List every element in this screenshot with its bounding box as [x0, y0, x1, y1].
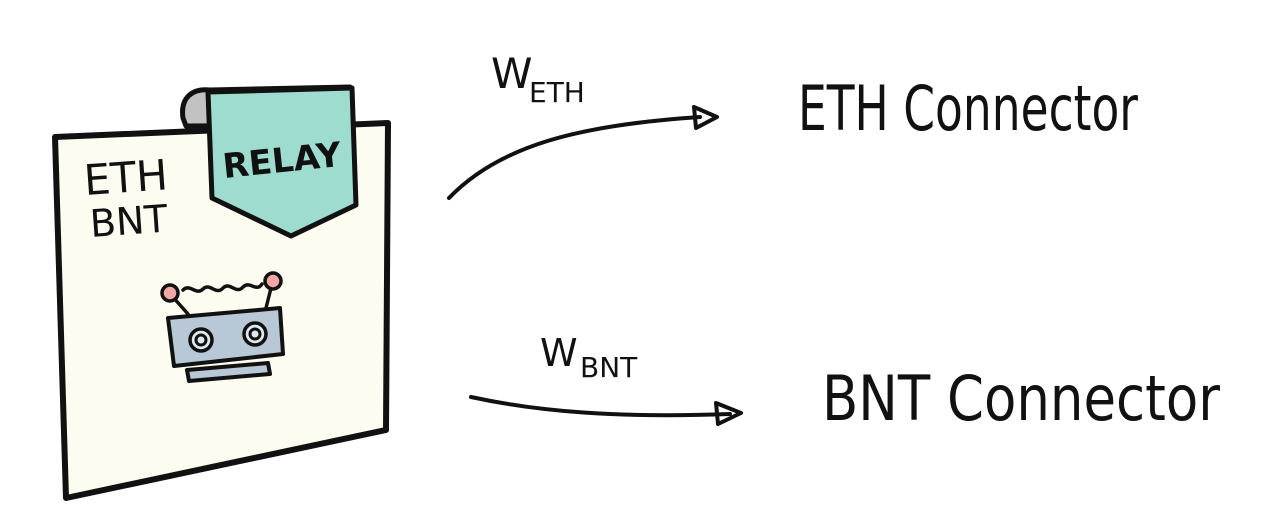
robot-eye-right — [242, 321, 268, 347]
token-bnt: BNT — [88, 197, 169, 246]
relay-tab: RELAY — [205, 85, 359, 239]
weight-bnt-sub: BNT — [580, 351, 638, 384]
weight-bnt-main: W — [540, 331, 578, 375]
robot-base — [185, 361, 272, 383]
connection-eth: W ETH ETH Connector — [447, 49, 1138, 200]
arrow-eth-head — [692, 105, 719, 130]
token-card: RELAY ETH BNT — [52, 84, 391, 501]
arrow-bnt — [469, 395, 732, 418]
weight-eth-sub: ETH — [529, 76, 585, 109]
robot-eye-left — [188, 327, 214, 353]
robot-eye-left-pupil — [194, 333, 208, 347]
connection-bnt: W BNT BNT Connector — [469, 331, 1220, 435]
robot-antenna-right-tip — [263, 271, 283, 291]
robot-antenna-left-tip — [160, 283, 180, 303]
target-bnt-connector: BNT Connector — [822, 362, 1220, 435]
robot-icon — [160, 271, 285, 383]
weight-eth-main: W — [491, 49, 533, 98]
robot-antenna-wire — [181, 282, 264, 293]
target-eth-connector: ETH Connector — [798, 72, 1138, 145]
arrow-bnt-head — [714, 401, 743, 426]
token-eth: ETH — [82, 150, 169, 205]
relay-tab-shape — [205, 85, 359, 239]
robot-eye-right-pupil — [248, 327, 262, 341]
arrow-eth — [447, 115, 702, 200]
